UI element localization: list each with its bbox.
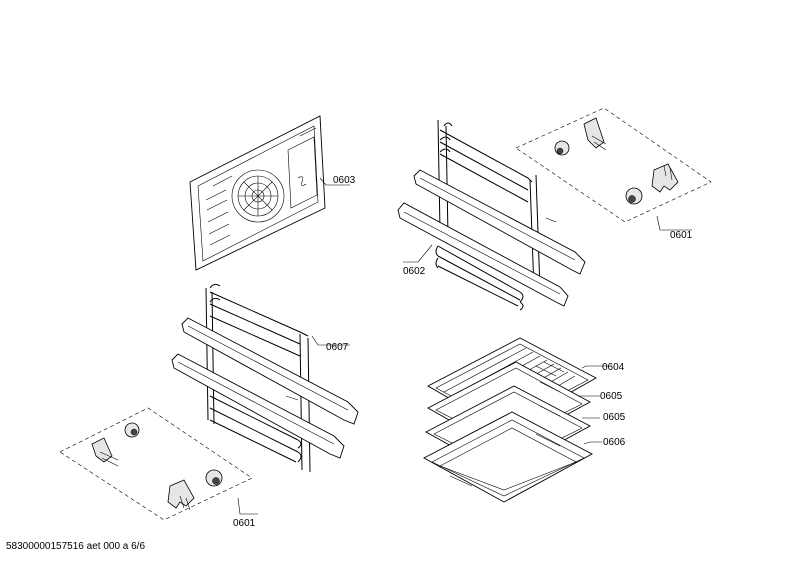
deep-pan-part	[423, 411, 602, 503]
label-baking-tray-1: 0605	[600, 391, 623, 402]
side-rails-right-part	[397, 119, 586, 311]
clips-right-part	[515, 107, 712, 231]
document-id-footer: 58300000157516 aet 000 a 6/6	[6, 541, 146, 552]
back-panel-part	[189, 115, 350, 271]
side-rails-left-part	[171, 283, 359, 473]
label-clips-right: 0601	[670, 230, 693, 241]
label-deep-pan: 0606	[603, 437, 626, 448]
clips-left-part	[59, 407, 258, 521]
label-wire-rack: 0604	[602, 362, 625, 373]
label-side-rails-right: 0602	[403, 266, 426, 277]
label-baking-tray-2: 0605	[603, 412, 626, 423]
label-clips-left: 0601	[233, 518, 256, 529]
label-side-rails-left: 0607	[326, 342, 349, 353]
label-back-panel: 0603	[333, 175, 356, 186]
